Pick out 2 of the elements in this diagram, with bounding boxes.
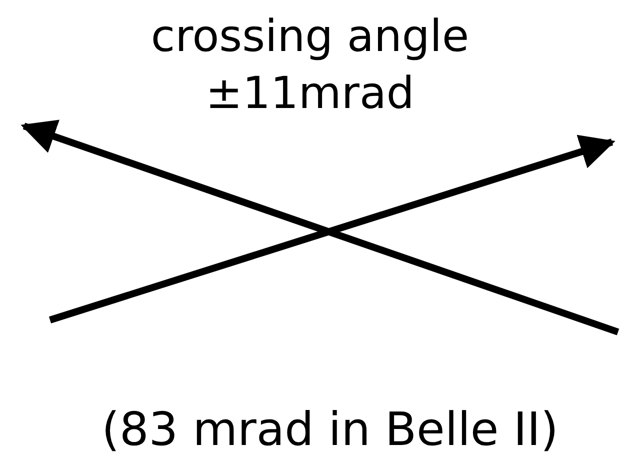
- angle-label: crossing angle ±11mrad: [150, 10, 470, 122]
- note-text: (83 mrad in Belle II): [100, 401, 560, 458]
